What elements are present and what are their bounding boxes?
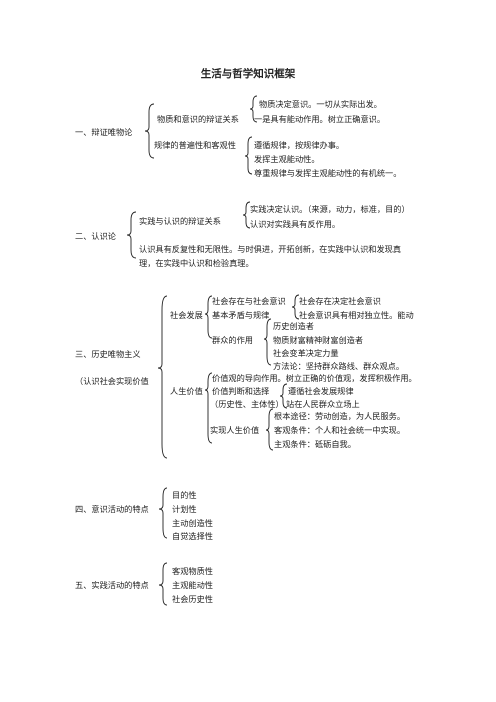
page-title: 生活与哲学知识框架	[200, 68, 296, 80]
s3-val-d-label: 实现人生价值	[210, 425, 260, 435]
s1-b-item: 遵循规律，按规律办事。	[254, 140, 345, 150]
s2-a-label: 实践与认识的辩证关系	[139, 216, 221, 226]
s3-dev-b-item: 物质财富精神财富创造者	[273, 335, 364, 345]
s1-a-item: 物质决定意识。一切从实际出发。	[259, 99, 382, 109]
s3-dev-label: 社会发展	[170, 310, 203, 320]
s2-a-brace	[242, 201, 251, 229]
s3-heading: 三、历史唯物主义	[75, 349, 141, 359]
s3-dev-a-line: 社会存在与社会意识	[212, 296, 286, 306]
s4-heading: 四、意识活动的特点	[75, 504, 149, 514]
s4-item: 计划性	[172, 504, 197, 514]
s1-b-brace	[244, 136, 253, 175]
s1-main-brace	[144, 103, 155, 159]
s1-b-item: 发挥主观能动性。	[254, 154, 320, 164]
s1-b-item: 尊重规律与发挥主观能动性的有机统一。	[254, 168, 402, 178]
s3-val-b-item: 站在人民群众立场上	[286, 399, 360, 409]
s3-val-label: 人生价值	[170, 386, 203, 396]
s3-dev-b-item: 方法论：坚持群众路线、群众观点。	[273, 361, 405, 371]
s1-b-label: 规律的普遍性和客观性	[154, 140, 236, 150]
s3-dev-b-item: 社会变革决定力量	[273, 348, 339, 358]
s3-val-d-brace	[265, 408, 274, 451]
s4-brace	[158, 487, 168, 539]
s3-val-brace	[204, 372, 213, 444]
s3-val-b: 价值判断和选择	[212, 386, 270, 396]
s3-dev-brace	[204, 295, 213, 339]
s3-dev-b-item: 历史创造者	[273, 321, 314, 331]
s4-item: 自觉选择性	[172, 531, 213, 541]
s5-item: 客观物质性	[172, 566, 213, 576]
s4-item: 目的性	[172, 490, 197, 500]
s3-dev-a-brace	[291, 294, 300, 320]
s2-a-item: 实践决定认识。（来源，动力，标准，目的）	[250, 204, 410, 214]
s3-sub: （认识社会实现价值	[75, 376, 149, 386]
s2-a-item: 认识对实践具有反作用。	[250, 219, 341, 229]
s1-a-label: 物质和意识的辩证关系	[157, 114, 239, 124]
s2-main-brace	[126, 211, 137, 259]
s5-heading: 五、实践活动的特点	[75, 580, 149, 590]
s3-dev-a-line: 基本矛盾与规律	[212, 310, 270, 320]
s1-a-brace	[249, 95, 258, 123]
s3-main-brace	[157, 295, 168, 459]
s2-heading: 二、认识论	[75, 231, 116, 241]
s3-val-b-brace	[279, 383, 288, 409]
s3-dev-b-brace	[263, 318, 272, 366]
s2-b-line: 理，在实践中认识和检验真理。	[139, 258, 254, 268]
s3-val-d-item: 客观条件：个人和社会统一中实现。	[274, 425, 406, 435]
s3-val-a: 价值观的导向作用。树立正确的价值观，发挥积极作用。	[212, 373, 417, 383]
s5-item: 社会历史性	[172, 594, 213, 604]
s3-dev-b-label: 群众的作用	[212, 335, 253, 345]
s3-val-d-item: 主观条件：砥砺自我。	[274, 439, 356, 449]
s3-val-b-item: 遵循社会发展规律	[288, 386, 354, 396]
s1-a-item: 一是具有能动作用。树立正确意识。	[254, 114, 386, 124]
s3-dev-a-item: 社会存在决定社会意识	[299, 296, 381, 306]
s1-heading: 一、辩证唯物论	[75, 127, 133, 137]
s3-dev-a-item: 社会意识具有相对独立性。能动	[299, 310, 414, 320]
s5-item: 主观能动性	[172, 580, 213, 590]
s3-val-d-item: 根本途径：劳动创造，为人民服务。	[274, 411, 406, 421]
s3-val-c: （历史性、主体性）	[210, 399, 284, 409]
s4-item: 主动创造性	[172, 518, 213, 528]
s5-brace	[158, 562, 168, 606]
s2-b-line: 认识具有反复性和无限性。与时俱进，开拓创新，在实践中认识和发现真	[139, 244, 402, 254]
